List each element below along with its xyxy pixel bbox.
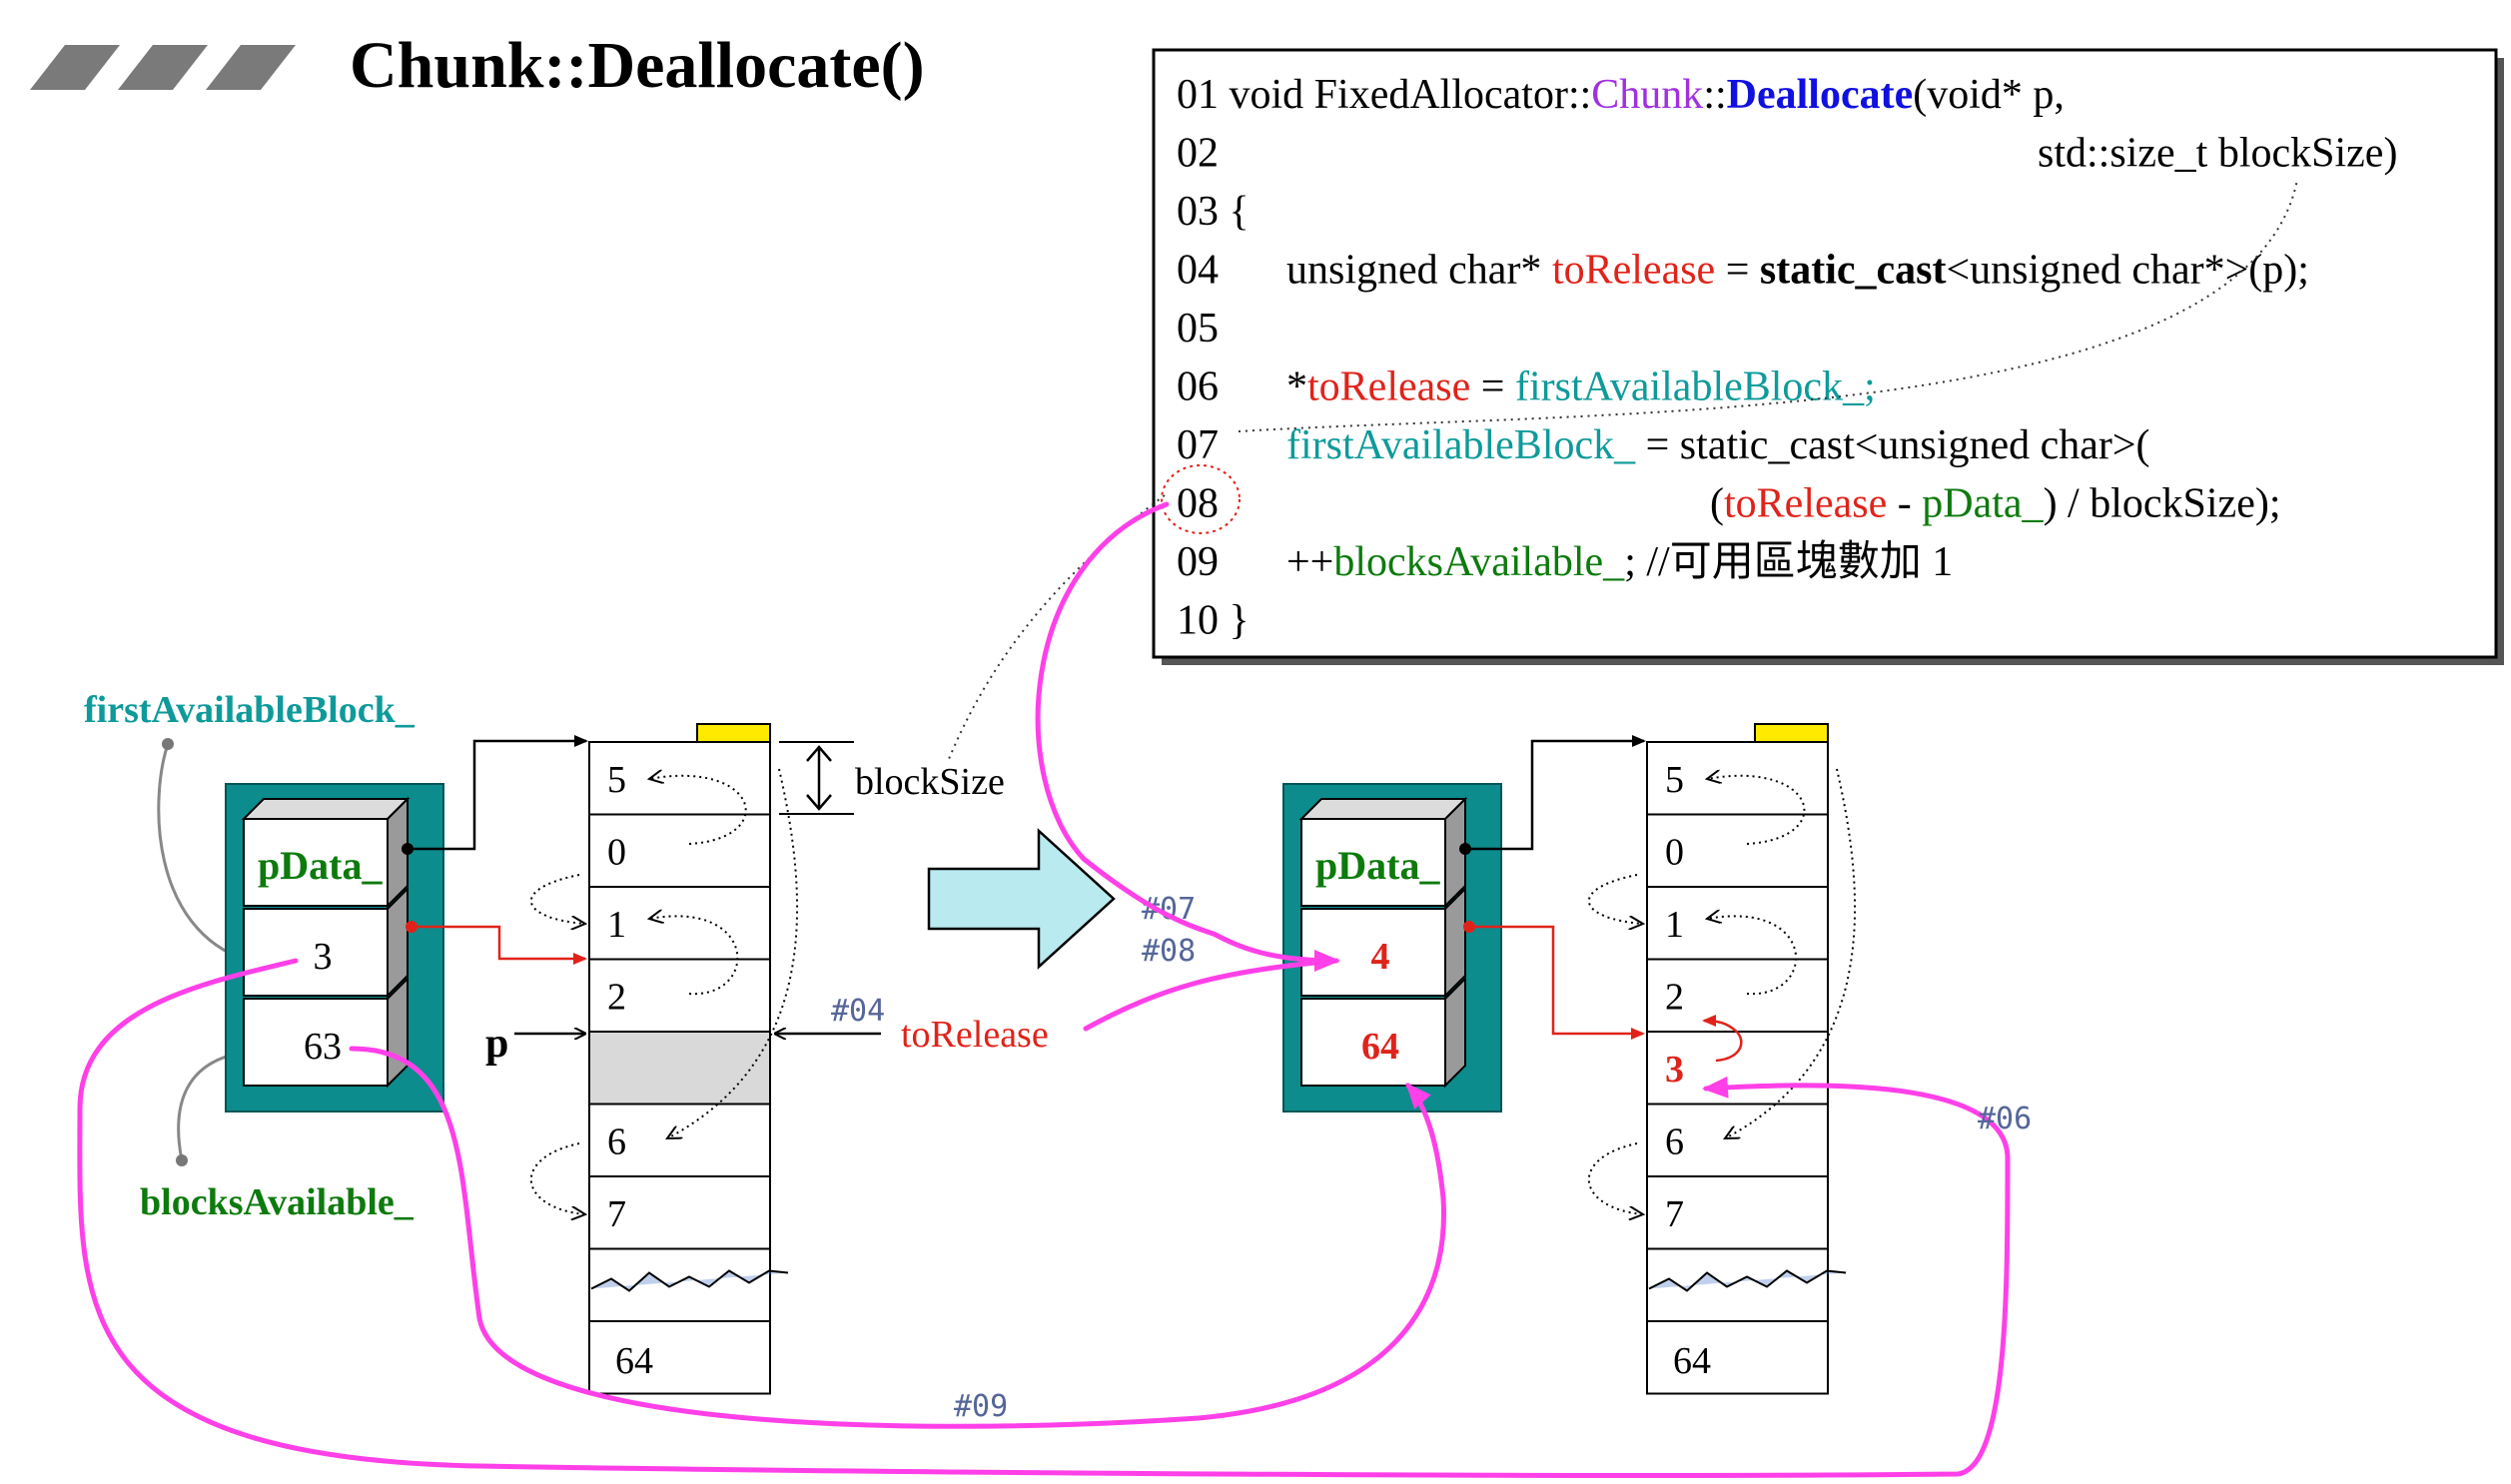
left-block-6 [588,1175,771,1250]
right-block-0 [1646,741,1829,816]
first-available-label-left: firstAvailableBlock_ [84,689,416,731]
step-tag-08: #08 [1142,934,1196,969]
line-08-highlight [1161,464,1241,534]
code-lines: 01 void FixedAllocator::Chunk::Deallocat… [1177,72,2397,644]
left-chunk-top-marker [696,723,771,743]
code-line-06: 06 [1177,365,1219,410]
code-panel: 01 void FixedAllocator::Chunk::Deallocat… [1152,48,2504,665]
right-block-8 [1646,1320,1829,1395]
to-release-label: toRelease [901,1014,1049,1056]
right-block-label-1: 0 [1665,832,1684,874]
first-available-value-right: 4 [1371,936,1390,978]
right-block-label-5: 6 [1665,1121,1684,1163]
pdata-label-left: pData_ [258,843,383,888]
pdata-pointer-left [408,735,588,851]
right-block-4 [1646,1031,1829,1106]
left-block-0 [588,741,771,816]
transition-arrow [927,828,1116,970]
left-block-5 [588,1103,771,1177]
right-block-6 [1646,1175,1829,1250]
left-block-4 [588,1031,771,1106]
right-chunk-top-marker [1754,723,1829,743]
step-tag-04: #04 [831,994,885,1029]
blocks-available-label-left: blocksAvailable_ [140,1181,415,1223]
code-line-09-body: ++blocksAvailable_; //可用區塊數加 1 [1286,539,1953,585]
code-line-06-body: *toRelease = firstAvailableBlock_; [1286,365,1876,410]
right-block-break-icon [1648,1269,1847,1292]
first-available-value-left: 3 [314,936,333,978]
code-line-07: 07 [1177,422,1219,468]
pdata-label-right: pData_ [1315,843,1440,888]
first-available-pointer-left [412,925,587,965]
right-block-5 [1646,1103,1829,1177]
blocks-available-value-left: 63 [304,1026,342,1068]
right-block-label-4: 3 [1665,1049,1684,1091]
code-line-02: 02 [1177,131,1219,177]
left-block-break-icon [590,1269,789,1292]
left-block-label-2: 1 [607,904,626,946]
right-block-label-8: 64 [1673,1340,1711,1382]
label-leader-first [157,743,249,963]
left-block-2 [588,886,771,961]
right-block-label-0: 5 [1665,759,1684,801]
code-line-05: 05 [1177,306,1219,352]
left-block-label-8: 64 [615,1340,653,1382]
magenta-flow [77,501,2011,1478]
left-chunk: firstAvailableBlock_ blocksAvailable_ pD… [84,689,444,1223]
block-size-label: blockSize [855,761,1005,803]
code-line-04: 04 [1177,248,1219,294]
header-decoration [30,45,296,90]
page-title: Chunk::Deallocate() [350,29,925,102]
left-block-label-1: 0 [607,832,626,874]
step-tag-07: #07 [1142,892,1196,927]
new-free-link [1702,1015,1743,1063]
code-line-02-body: std::size_t blockSize) [2038,131,2397,177]
right-block-label-2: 1 [1665,904,1684,946]
flow-line-08 [1035,501,1340,972]
flow-06 [77,958,2011,1478]
code-line-08-body: (toRelease - pData_) / blockSize); [1710,481,2281,527]
flow-to-release [1083,958,1339,1032]
code-line-09: 09 [1177,539,1219,585]
right-block-2 [1646,886,1829,961]
left-block-label-0: 5 [607,759,626,801]
code-line-07-body: firstAvailableBlock_ = static_cast<unsig… [1286,422,2150,468]
p-label: p [485,1021,508,1067]
right-block-label-6: 7 [1665,1193,1684,1235]
step-tag-06: #06 [1978,1102,2032,1136]
pdata-pointer-right [1465,735,1646,851]
right-chunk: pData_ 4 64 [1282,783,1502,1113]
left-block-label-5: 6 [607,1121,626,1163]
left-block-8 [588,1320,771,1395]
dotted-code-link [948,494,1166,760]
right-block-label-3: 2 [1665,977,1684,1019]
left-block-label-6: 7 [607,1193,626,1235]
left-block-label-3: 2 [607,977,626,1019]
step-tag-09: #09 [954,1389,1008,1424]
dotted-code-link-2 [1238,179,2298,432]
left-block-3 [588,958,771,1033]
code-line-04-body: unsigned char* toRelease = static_cast<u… [1286,248,2309,294]
right-block-column: 5 0 1 2 3 6 7 64 [1459,723,1856,1395]
code-line-08: 08 [1177,481,1219,527]
blocks-available-value-right: 64 [1361,1026,1399,1068]
code-line-01: 01 void FixedAllocator::Chunk::Deallocat… [1177,72,2065,118]
code-line-10: 10 } [1177,598,1250,644]
flow-09 [349,1046,1446,1429]
left-block-column: 5 0 1 2 6 7 64 blockSize p toRelease #04 [402,723,1049,1395]
right-block-3 [1646,958,1829,1033]
first-available-pointer-right [1469,925,1645,1040]
code-line-03: 03 { [1177,189,1250,235]
